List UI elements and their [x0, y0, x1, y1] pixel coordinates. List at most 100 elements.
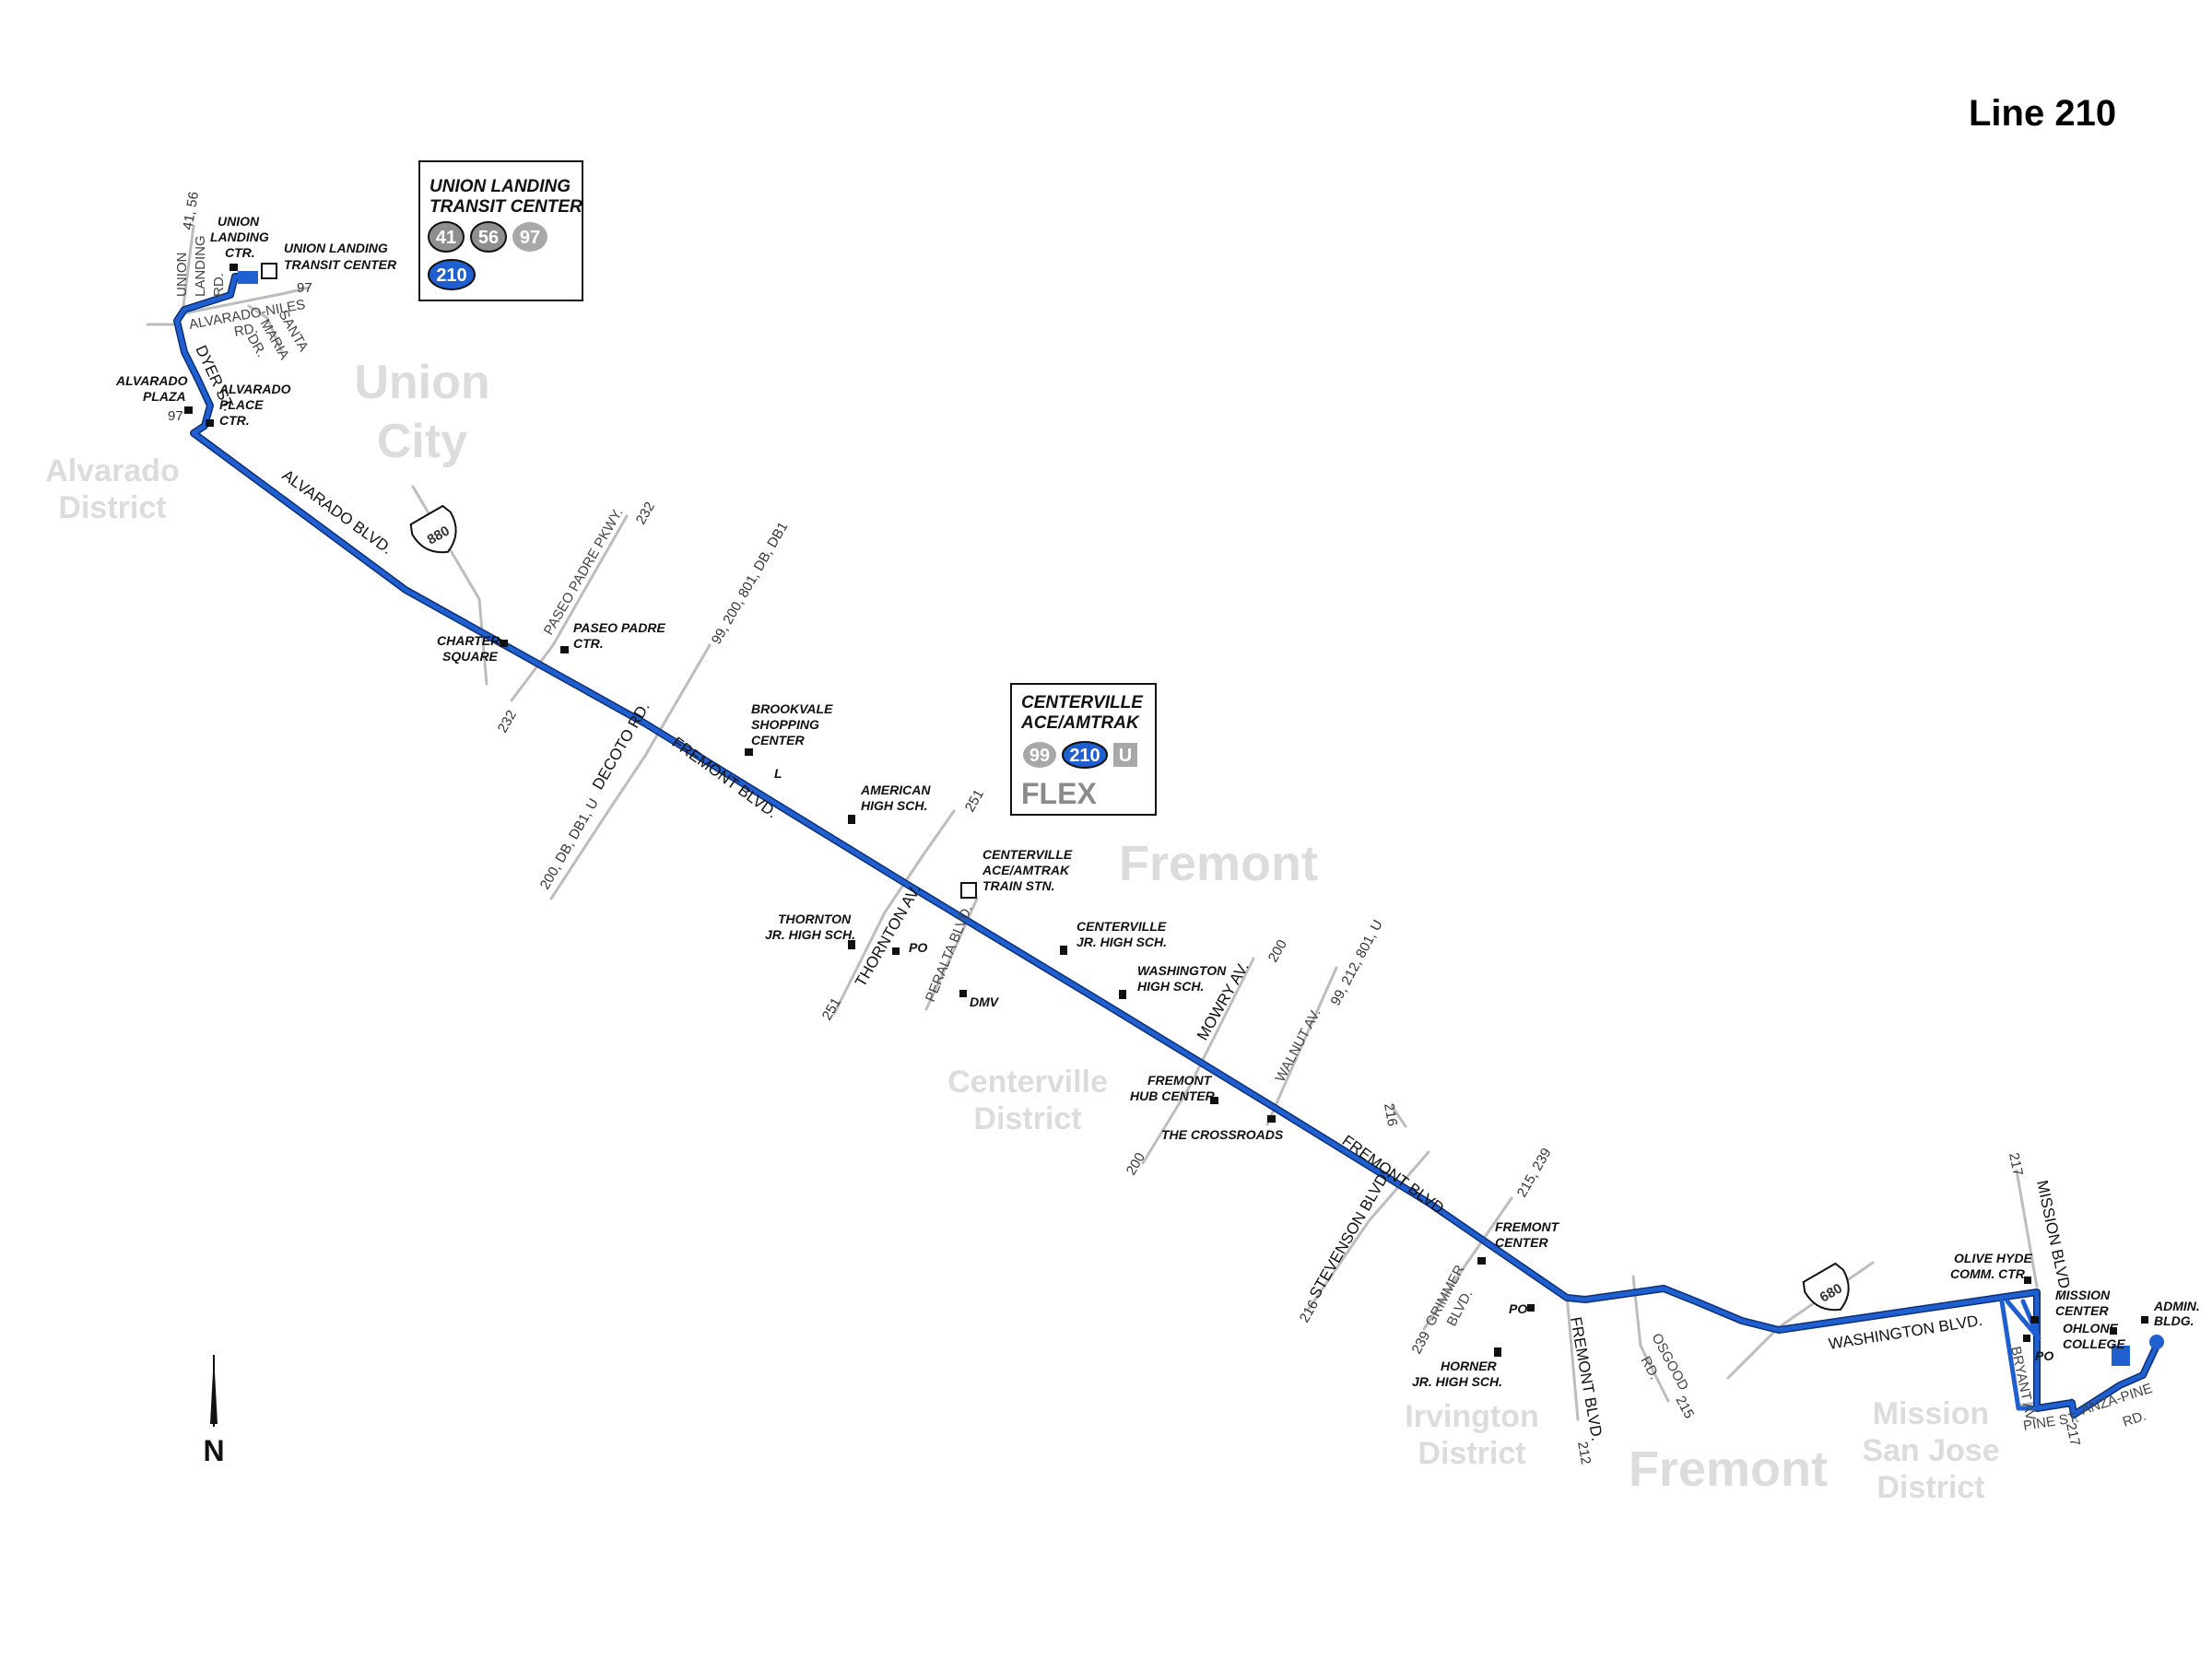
- shopping-icon: [1210, 1097, 1218, 1104]
- connection-label: 232: [495, 708, 520, 735]
- route-210-line: [173, 271, 2164, 1418]
- place-icons: [184, 264, 2148, 1357]
- place-label: CENTER: [751, 733, 805, 747]
- place-label: UNION LANDING: [284, 241, 388, 255]
- place-label: WASHINGTON: [1137, 963, 1227, 978]
- route-pill-label: 97: [520, 228, 540, 248]
- place-label: PO: [1509, 1301, 1527, 1316]
- route-pill-label: U: [1119, 746, 1132, 766]
- legend-title: UNION LANDING: [429, 177, 571, 196]
- place-label: JR. HIGH SCH.: [1412, 1374, 1502, 1389]
- school-icon: [1494, 1347, 1501, 1357]
- area-label: District: [973, 1101, 1081, 1136]
- cross-streets: [146, 224, 2077, 1421]
- transit-center-square: [960, 882, 977, 899]
- place-label: COMM. CTR.: [1950, 1266, 2029, 1281]
- place-label: ACE/AMTRAK: [982, 863, 1070, 877]
- street-label: LANDING: [193, 235, 208, 297]
- place-label: HORNER: [1441, 1359, 1498, 1373]
- street-label: RD.: [2121, 1408, 2148, 1430]
- connection-label: 215, 239: [1514, 1146, 1555, 1200]
- place-label: JR. HIGH SCH.: [1077, 935, 1167, 949]
- route-pill-210: [1062, 741, 1108, 769]
- transit-center-square: [261, 263, 277, 279]
- centerville-legend: CENTERVILLE ACE/AMTRAK 99 210 U FLEX: [1010, 683, 1157, 816]
- area-label: Union: [354, 356, 489, 409]
- place-label: CENTER: [2055, 1303, 2109, 1318]
- legend-title: ACE/AMTRAK: [1020, 713, 1140, 733]
- street-line: [1307, 1150, 1430, 1311]
- dmv-icon: [959, 990, 967, 997]
- shopping-icon: [2030, 1316, 2039, 1324]
- place-label: THE CROSSROADS: [1161, 1127, 1284, 1142]
- shopping-icon: [1477, 1257, 1486, 1265]
- connection-label: 232: [633, 500, 658, 527]
- area-label: San Jose: [1862, 1433, 1999, 1468]
- place-label: ADMIN.: [2153, 1299, 2200, 1313]
- connection-label: 239: [1409, 1329, 1434, 1357]
- shopping-icon: [184, 406, 193, 414]
- shopping-icon: [229, 264, 238, 271]
- place-label: ALVARADO: [218, 382, 291, 396]
- place-label: CENTERVILLE: [1077, 919, 1167, 934]
- school-icon: [1119, 990, 1126, 999]
- route-pill-56: [470, 221, 507, 253]
- place-label: TRANSIT CENTER: [284, 257, 397, 272]
- street-label: RD.: [211, 273, 227, 297]
- place-label: BROOKVALE: [751, 701, 833, 716]
- place-label: OHLONE: [2063, 1321, 2119, 1335]
- connection-label: 97: [168, 408, 183, 424]
- place-label: PO: [909, 940, 927, 955]
- place-label: HIGH SCH.: [1137, 979, 1204, 994]
- street-line: [549, 643, 712, 900]
- shopping-icon: [1267, 1115, 1276, 1123]
- place-label: LANDING: [210, 229, 269, 244]
- street-label: STEVENSON BLVD.: [1306, 1167, 1394, 1301]
- place-label: PO: [2035, 1348, 2053, 1363]
- street-line: [924, 897, 979, 1011]
- route-pill-99: [1023, 742, 1056, 768]
- shopping-icon: [500, 640, 508, 647]
- street-line: [247, 304, 283, 352]
- place-label: FREMONT: [1147, 1073, 1213, 1088]
- street-line: [1422, 1196, 1513, 1331]
- street-label: WALNUT AV.: [1273, 1006, 1324, 1085]
- connection-label: 97: [297, 280, 312, 296]
- connection-label: 216: [1297, 1298, 1322, 1325]
- area-label: City: [377, 415, 467, 468]
- place-label: BLDG.: [2154, 1313, 2194, 1328]
- area-label: Fremont: [1119, 836, 1318, 891]
- area-label: Centerville: [947, 1065, 1108, 1100]
- shopping-icon: [745, 748, 753, 756]
- union-landing-legend: UNION LANDING TRANSIT CENTER 41 56 97 21…: [418, 160, 583, 301]
- place-label: PLACE: [219, 397, 264, 412]
- route-terminal-marker: [2112, 1346, 2130, 1366]
- street-line: [2015, 1169, 2039, 1288]
- route-pill-210: [428, 259, 476, 290]
- connection-label: 99, 212, 801, U: [1328, 917, 1386, 1008]
- area-label: District: [58, 490, 166, 525]
- area-label: Mission: [1873, 1396, 1990, 1431]
- street-line: [1390, 1104, 1407, 1128]
- area-label: Irvington: [1405, 1399, 1538, 1434]
- area-label: District: [1877, 1470, 1984, 1505]
- flex-logo: FLEX: [1021, 777, 1097, 810]
- place-label: HIGH SCH.: [861, 798, 927, 813]
- post-office-icon: [892, 947, 900, 955]
- college-icon: [2110, 1327, 2117, 1335]
- street-label: THORNTON AV.: [852, 882, 924, 990]
- place-label: JR. HIGH SCH.: [765, 927, 855, 942]
- street-label: FREMONT BLVD.: [1567, 1315, 1606, 1442]
- route-pill-label: 56: [478, 228, 499, 248]
- place-label: FREMONT: [1495, 1219, 1560, 1234]
- route-pill-97: [512, 222, 547, 252]
- library-icon: L: [774, 766, 782, 781]
- street-label: UNION: [174, 253, 190, 297]
- place-label: ALVARADO: [115, 373, 188, 388]
- street-label: PASEO PADRE PKWY.: [541, 505, 627, 638]
- area-label: Alvarado: [45, 453, 180, 488]
- place-label: DMV: [970, 994, 1000, 1009]
- map-title: Line 210: [1969, 93, 2116, 134]
- route-pill-41: [428, 221, 465, 253]
- legend-title: CENTERVILLE: [1021, 693, 1144, 712]
